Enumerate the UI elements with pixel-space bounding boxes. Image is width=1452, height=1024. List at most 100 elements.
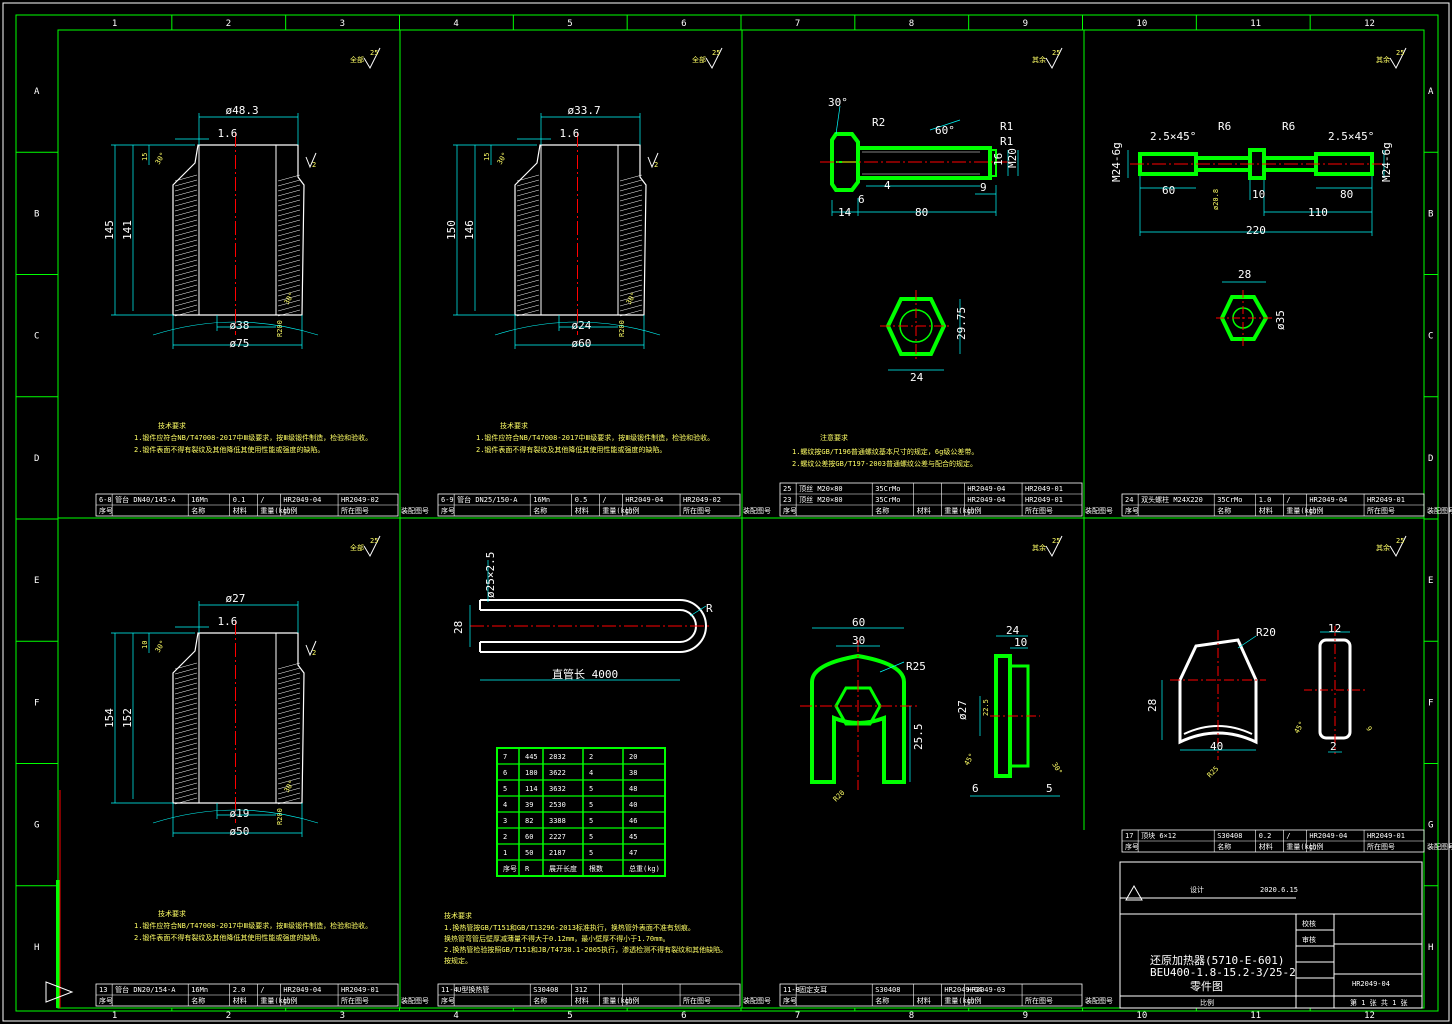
part-table-header: 所在图号 <box>683 506 711 515</box>
part-table-header: 比例 <box>625 996 639 1005</box>
part-table-cell: 16Mn <box>533 496 550 504</box>
dim-clamp-r25: R25 <box>906 660 926 673</box>
dim-tolerance: 2 <box>312 161 316 169</box>
ubend-table-cell: 39 <box>525 801 533 809</box>
part-table-header: 重量(kg) <box>260 507 291 515</box>
part-table-header: 比例 <box>1309 506 1323 515</box>
part-table-header: 重量(kg) <box>1286 507 1317 515</box>
grid-col-label: 1 <box>112 19 117 29</box>
ubend-note-3: 2.换热管检验按照GB/T151和JB/T4730.1-2005执行，渗透检测不… <box>444 945 727 954</box>
dim-radius: R200 <box>276 808 284 825</box>
part-table-cell: 管台 DN40/145-A <box>115 495 176 504</box>
part-table-cell: 312 <box>575 986 588 994</box>
ubend-table-cell: 445 <box>525 753 538 761</box>
part-table-header: 装配图号 <box>1427 506 1452 515</box>
part-table-header: 装配图号 <box>743 506 771 515</box>
part-table-cell: 1.0 <box>1259 496 1272 504</box>
ubend-note-4: 按规定。 <box>444 956 472 965</box>
part-table-header: 名称 <box>533 996 547 1005</box>
dim-clamp-22: 22.5 <box>982 699 990 716</box>
part-table-cell: S30408 <box>875 986 900 994</box>
part-table-header: 装配图号 <box>401 506 429 515</box>
ubend-table-cell: 38 <box>629 769 637 777</box>
roughness-label: 全部 <box>692 55 706 64</box>
part-table-cell: / <box>1286 496 1290 504</box>
ubend-table-cell: 46 <box>629 817 637 825</box>
roughness-symbol: 其余 25 <box>1032 47 1063 70</box>
grid-col-label: 9 <box>1023 1011 1028 1021</box>
ubend-table-cell: 5 <box>589 801 593 809</box>
grid-col-label: 10 <box>1136 19 1147 29</box>
dim-tolerance: 2 <box>312 649 316 657</box>
part-table-header: 名称 <box>191 506 205 515</box>
grid-col-label: 8 <box>909 19 914 29</box>
title-scale: 比例 <box>1200 998 1214 1007</box>
roughness-value: 25 <box>370 49 378 57</box>
part-table-cell: 35CrMo <box>1217 496 1242 504</box>
part-table-header: 所在图号 <box>1025 996 1053 1005</box>
ubend-table-cell: 2 <box>503 833 507 841</box>
part-table-cell: 管台 DN25/150-A <box>457 495 518 504</box>
dim-bolt-9: 9 <box>980 181 987 194</box>
title-checker: 校核 <box>1302 919 1316 928</box>
ubend-table-cell: 1 <box>503 849 507 857</box>
part-table-cell: / <box>602 496 606 504</box>
ubend-note-title: 技术要求 <box>444 911 472 920</box>
dim-height-total: 154 <box>103 708 116 728</box>
ubend-table-cell: 45 <box>629 833 637 841</box>
part-table-header: 比例 <box>283 996 297 1005</box>
title-name-1: 还原加热器(5710-E-601) <box>1150 954 1284 967</box>
dim-rod-80: 80 <box>1340 188 1353 201</box>
part-table-header: 所在图号 <box>1025 506 1053 515</box>
part-table-cell: HR2049-04 <box>625 496 663 504</box>
ubend-table-cell: 82 <box>525 817 533 825</box>
dim-height-total: 150 <box>445 220 458 240</box>
dim-rod-60: 60 <box>1162 184 1175 197</box>
title-name-3: 零件图 <box>1190 980 1223 993</box>
part-table-header: 名称 <box>875 996 889 1005</box>
ubend-table-cell: 根数 <box>589 864 603 873</box>
dim-chamfer: 15 <box>483 153 491 161</box>
part-table-cell: 13 <box>99 986 107 994</box>
dim-hex-height: 29.75 <box>955 307 968 340</box>
grid-row-label: H <box>34 943 39 953</box>
dim-bolt-60: 60° <box>935 124 955 137</box>
part-table-cell: HR2049-04 <box>967 485 1005 493</box>
part-table-cell: HR2049-02 <box>683 496 721 504</box>
dim-angle-bottom: 30° <box>625 291 638 306</box>
roughness-label: 其余 <box>1032 55 1046 64</box>
ubend-table-cell: 7 <box>503 753 507 761</box>
part-table-header: 序号 <box>99 506 113 515</box>
ubend-table-cell: 3388 <box>549 817 566 825</box>
dim-rod-chamfer-left: 2.5×45° <box>1150 130 1196 143</box>
grid-row-label: A <box>34 87 40 97</box>
dim-bolt-16: 16 <box>992 153 1005 166</box>
part-table-header: 装配图号 <box>1085 996 1113 1005</box>
ubend-table-cell: 5 <box>503 785 507 793</box>
title-block: 设计 2020.6.15 校核 审核 还原加热器(5710-E-601) BEU… <box>1119 861 1423 1009</box>
part-table-cell: S30408 <box>533 986 558 994</box>
grid-row-label: B <box>1428 209 1433 219</box>
grid-row-label: D <box>1428 454 1433 464</box>
dim-clamp-30deg: 30° <box>1050 761 1063 776</box>
part-table-header: 材料 <box>1259 506 1273 515</box>
ubend-table-cell: 2 <box>589 753 593 761</box>
part-table-cell: HR2049-04 <box>1309 496 1347 504</box>
part-table-header: 序号 <box>1125 842 1139 851</box>
dim-bottom-od: ø50 <box>230 825 250 838</box>
part-table-cell: 11-4 <box>441 986 458 994</box>
grid-row-label: E <box>1428 576 1433 586</box>
part-table-cell: HR2049-01 <box>1367 496 1405 504</box>
part-table-header: 装配图号 <box>743 996 771 1005</box>
ubend-table-cell: 3632 <box>549 785 566 793</box>
part-table-cell: / <box>260 986 264 994</box>
part-table-header: 所在图号 <box>341 506 369 515</box>
part-table-cell: 16Mn <box>191 496 208 504</box>
grid-row-label: A <box>1428 87 1434 97</box>
ubend-table-cell: 48 <box>629 785 637 793</box>
dim-angle-bottom: 30° <box>283 291 296 306</box>
title-approver: 审核 <box>1302 935 1316 944</box>
grid-col-label: 12 <box>1364 1011 1375 1021</box>
